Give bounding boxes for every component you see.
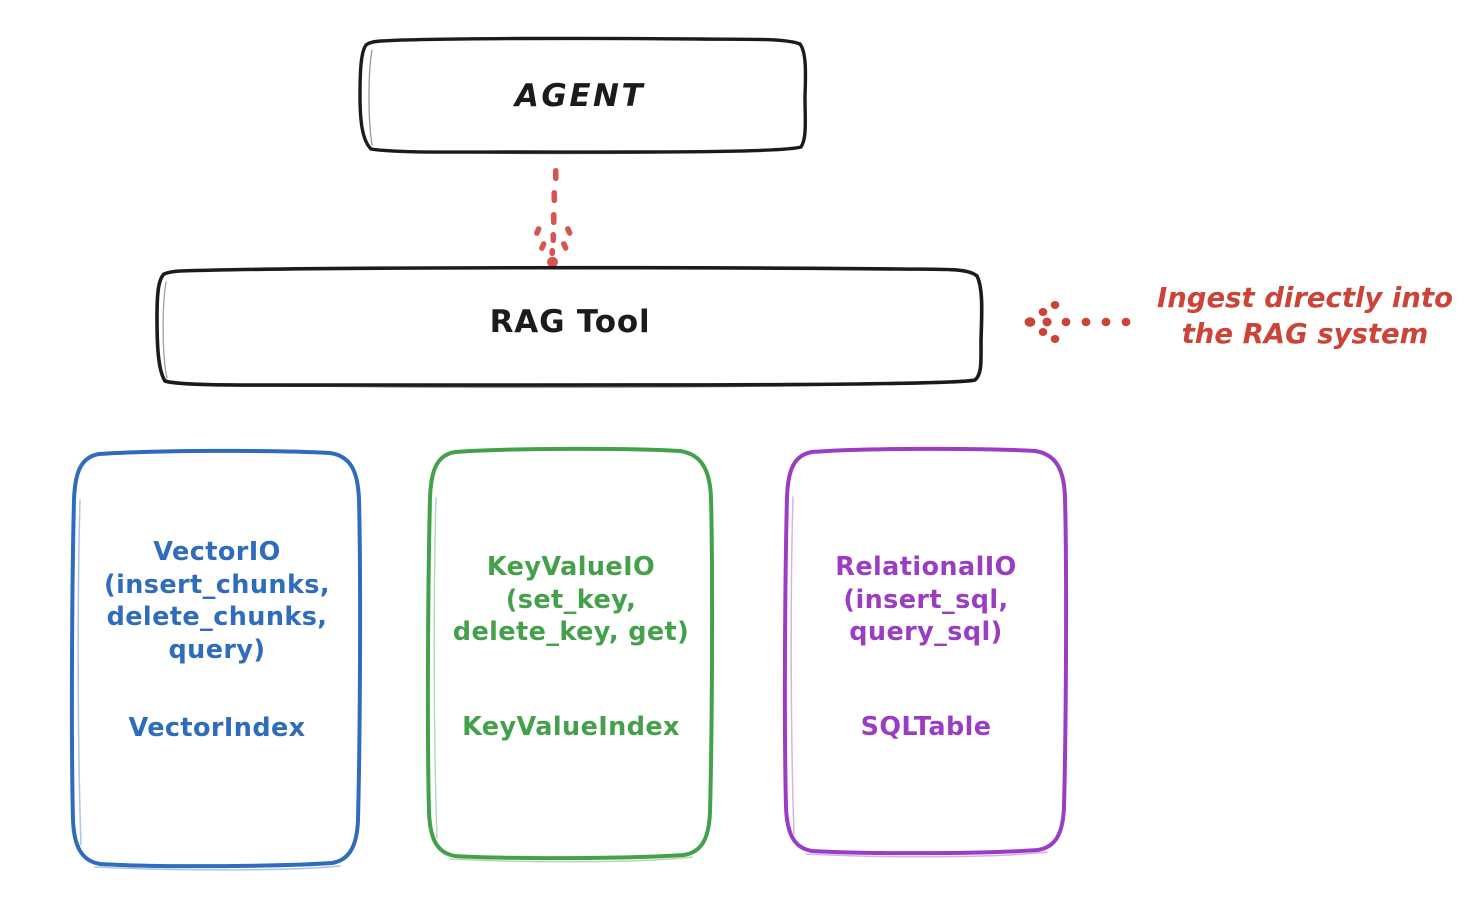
ingest-arrow [1024,301,1131,343]
vectorio-box-sketch-overlay [77,499,341,871]
agent-box[interactable] [358,36,808,154]
agent-label: AGENT [514,78,646,114]
sqltable-label: SQLTable [860,712,992,742]
vectorindex-label: VectorIndex [128,713,306,743]
agent-to-ragtool-arrow [534,168,573,268]
vectorio-operations-label: VectorIO (insert_chunks, delete_chunks, … [104,537,330,665]
keyvalueio-box[interactable] [425,446,715,861]
ingest-annotation-label: Ingest directly into the RAG system [1157,282,1453,350]
relationalio-box-sketch-overlay [790,496,1048,858]
keyvalueio-box-sketch-overlay [433,497,693,863]
ragtool-box-sketch-overlay [162,281,973,389]
relationalio-operations-label: RelationalIO (insert_sql, query_sql) [835,552,1017,648]
vectorio-box[interactable] [69,448,363,869]
keyvalueio-operations-label: KeyValueIO (set_key, delete_key, get) [452,552,690,648]
keyvalueindex-label: KeyValueIndex [462,712,680,742]
ragtool-box[interactable] [155,265,984,387]
agent-box-sketch-overlay [368,49,797,155]
relationalio-box[interactable] [782,446,1069,856]
ragtool-label: RAG Tool [489,304,651,340]
